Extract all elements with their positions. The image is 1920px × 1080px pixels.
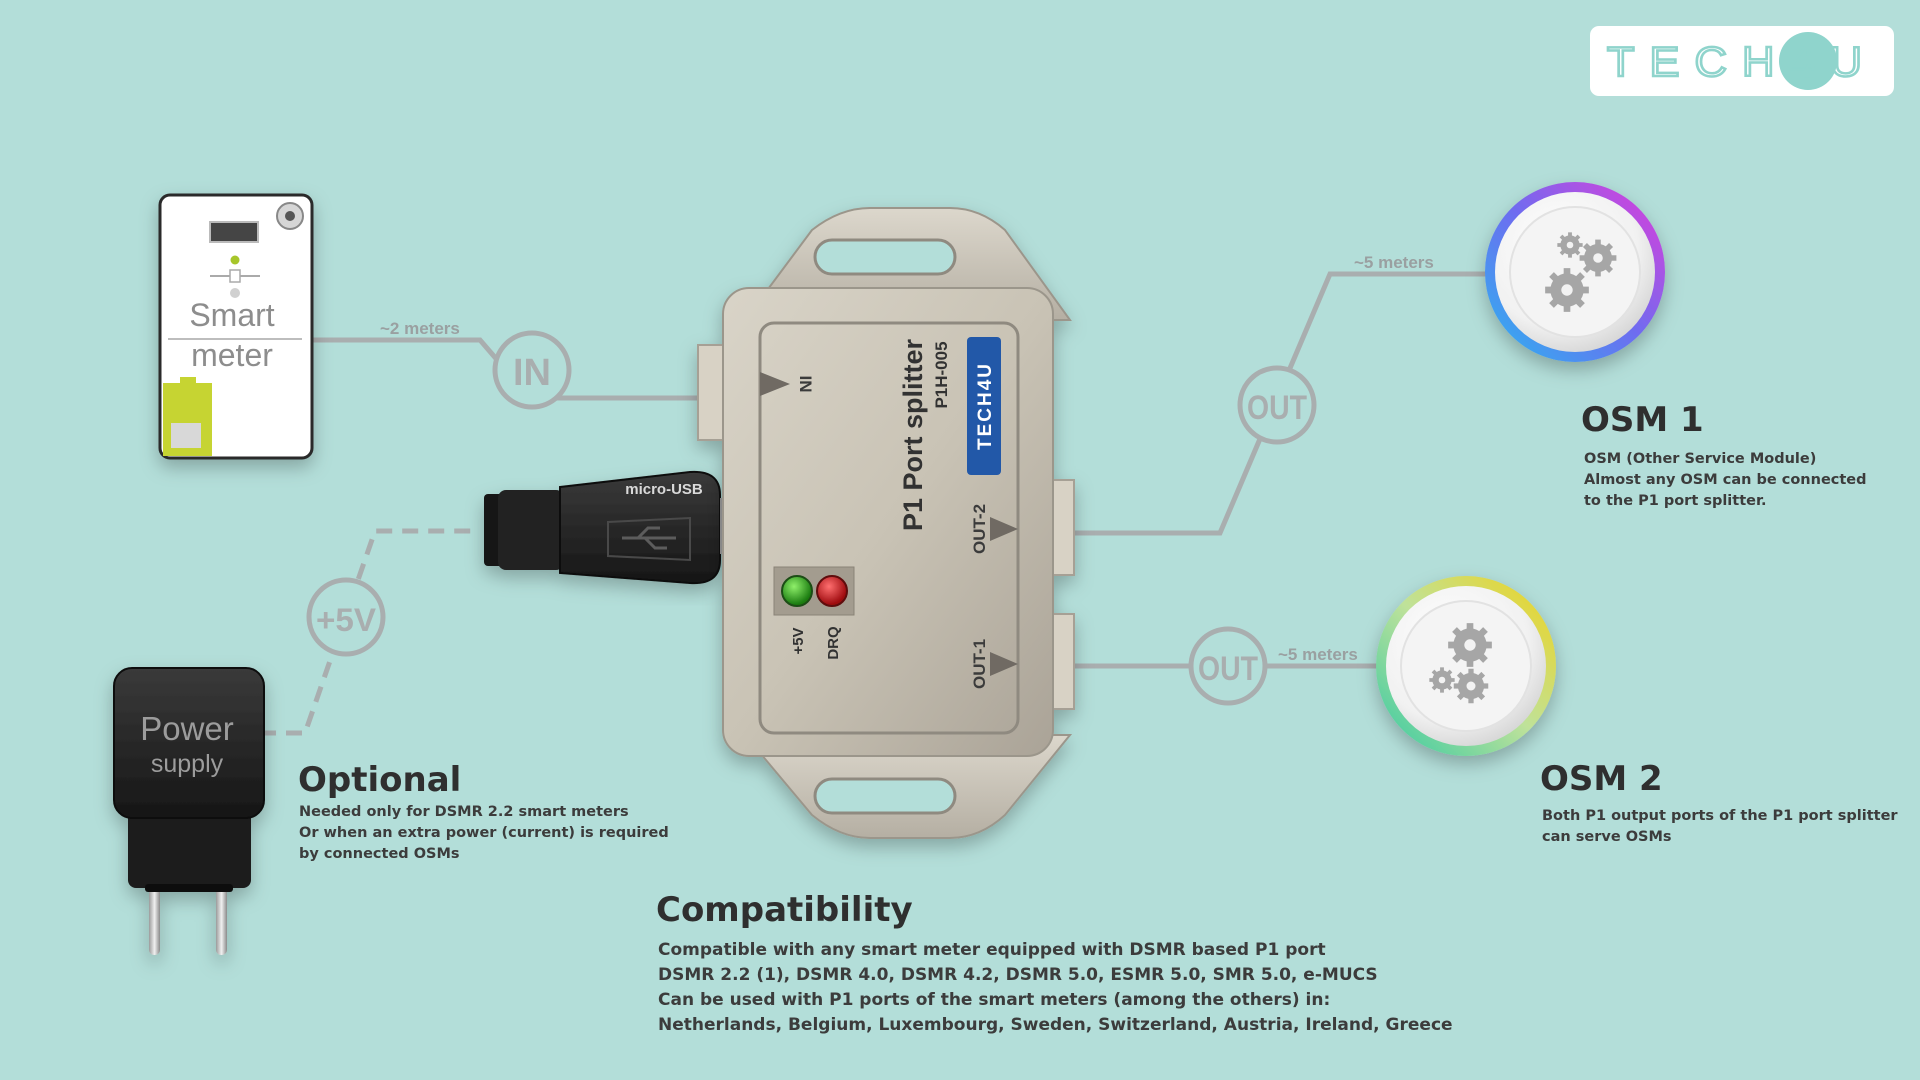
power-supply-device: Power supply — [113, 667, 265, 955]
optional-description: Needed only for DSMR 2.2 smart meters Or… — [299, 802, 669, 865]
top-mounting-hole — [813, 238, 957, 276]
out1-port-label: OUT-1 — [970, 639, 989, 689]
micro-usb-connector: micro-USB — [484, 470, 732, 585]
led-5v-label: +5V — [790, 627, 807, 654]
osm1-title: OSM 1 — [1581, 400, 1704, 440]
osm1-description: OSM (Other Service Module) Almost any OS… — [1584, 449, 1867, 512]
in-port-stub — [697, 344, 725, 441]
micro-usb-label: micro-USB — [625, 481, 703, 498]
compatibility-description: Compatible with any smart meter equipped… — [658, 938, 1453, 1038]
smart-meter-device: Smart meter — [158, 193, 314, 460]
logo-text: TECH4U — [1607, 38, 1877, 85]
power-supply-pin-left — [149, 880, 160, 955]
compatibility-line: Can be used with P1 ports of the smart m… — [658, 990, 1331, 1010]
compatibility-line: Netherlands, Belgium, Luxembourg, Sweden… — [658, 1015, 1453, 1035]
osm2-title: OSM 2 — [1540, 759, 1663, 799]
compatibility-line: Compatible with any smart meter equipped… — [658, 940, 1326, 960]
osm1-device — [1485, 182, 1665, 362]
splitter-brand-badge — [967, 337, 1001, 475]
optional-line: by connected OSMs — [299, 846, 460, 862]
usb-icon — [607, 516, 691, 562]
splitter-title: P1 Port splitter — [898, 338, 928, 531]
led-5v — [781, 575, 813, 607]
meter-led-icon — [230, 255, 240, 265]
logo-circle-icon — [1779, 32, 1837, 90]
tech4u-logo: TECH4U — [1590, 26, 1894, 96]
out1-badge-label: OUT — [1198, 650, 1258, 688]
osm2-device — [1376, 576, 1556, 756]
usb-trident-icon — [622, 526, 676, 550]
in-badge: IN — [492, 330, 572, 410]
optional-line: Or when an extra power (current) is requ… — [299, 825, 669, 841]
splitter-label-panel — [758, 321, 1020, 735]
osm2-line: can serve OSMs — [1542, 829, 1672, 845]
in-arrow-icon — [760, 372, 790, 396]
smart-meter-label-1: Smart — [189, 297, 274, 333]
smart-meter-label-2: meter — [191, 337, 273, 373]
osm1-line: Almost any OSM can be connected — [1584, 472, 1867, 488]
led-drq-label: DRQ — [825, 626, 842, 660]
bottom-mounting-hole — [813, 777, 957, 815]
osm2-line: Both P1 output ports of the P1 port spli… — [1542, 808, 1898, 824]
optional-title: Optional — [298, 760, 462, 800]
out2-port-label: OUT-2 — [970, 504, 989, 554]
out2-badge-label: OUT — [1247, 389, 1307, 427]
power-supply-label-1: Power — [140, 710, 234, 747]
power-badge-label: +5V — [316, 602, 377, 638]
out2-distance-label: ~5 meters — [1354, 253, 1434, 272]
meter-display-icon — [209, 221, 259, 243]
osm1-line: to the P1 port splitter. — [1584, 493, 1767, 509]
in-badge-label: IN — [513, 352, 551, 394]
osm2-description: Both P1 output ports of the P1 port spli… — [1542, 806, 1898, 848]
led-drq — [816, 575, 848, 607]
out1-arrow-icon — [990, 652, 1018, 676]
in-port-label: IN — [796, 376, 815, 393]
p1-splitter-device: IN OUT-2 OUT-1 P1 Port splitter P1H-005 … — [697, 207, 1075, 839]
osm1-line: OSM (Other Service Module) — [1584, 451, 1817, 467]
compatibility-line: DSMR 2.2 (1), DSMR 4.0, DSMR 4.2, DSMR 5… — [658, 965, 1378, 985]
power-badge: +5V — [306, 577, 386, 657]
power-supply-pin-right — [216, 880, 227, 955]
splitter-brand-text: TECH4U — [975, 362, 996, 450]
in-distance-label: ~2 meters — [380, 319, 460, 338]
out2-arrow-icon — [990, 517, 1018, 541]
out2-badge: OUT — [1237, 365, 1317, 445]
out1-distance-label: ~5 meters — [1278, 645, 1358, 664]
out1-badge: OUT — [1188, 626, 1268, 706]
splitter-model: P1H-005 — [932, 341, 951, 408]
optional-line: Needed only for DSMR 2.2 smart meters — [299, 804, 629, 820]
power-supply-label-2: supply — [151, 750, 224, 778]
compatibility-title: Compatibility — [656, 890, 913, 930]
